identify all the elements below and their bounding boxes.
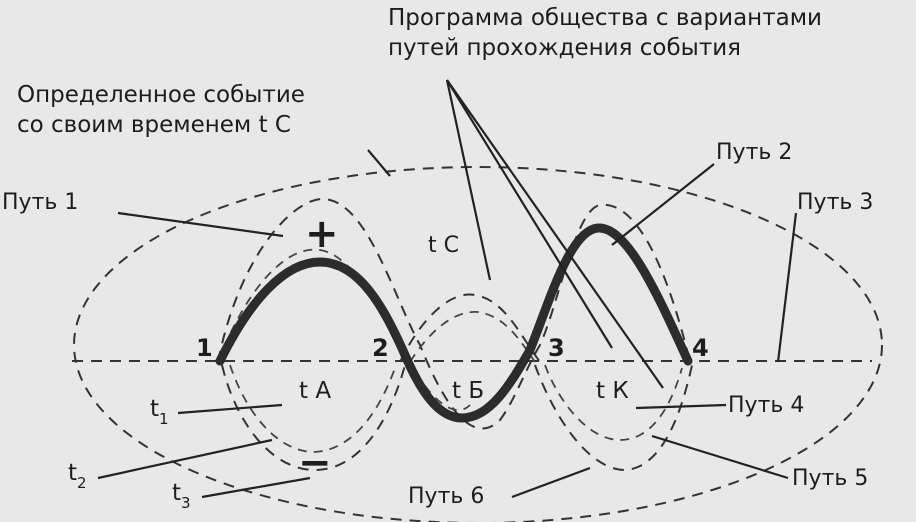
pointer-path5 [651, 434, 789, 480]
time-tB-label: t Б [452, 378, 484, 404]
program-label-line1: Программа общества с вариантами [388, 5, 822, 31]
path5-label: Путь 5 [792, 466, 868, 491]
path-variant-middle-up-2 [409, 311, 536, 363]
event-ellipse [73, 166, 883, 522]
minus-sign: − [298, 440, 332, 486]
pointer-program-1 [445, 79, 492, 281]
point-3-label: 3 [548, 334, 565, 362]
pointer-path6 [511, 466, 591, 499]
pointer-program-3 [446, 79, 664, 389]
point-4-label: 4 [692, 334, 709, 362]
time-tK-label: t К [596, 378, 629, 404]
path6-label: Путь 6 [408, 484, 484, 509]
pointer-path3 [776, 212, 798, 363]
pointer-path1 [117, 211, 284, 238]
pointer-t2 [97, 438, 273, 480]
path-variant-lower-2 [229, 364, 396, 453]
path1-label: Путь 1 [2, 190, 78, 215]
program-label-line2: путей прохождения события [388, 35, 741, 61]
event-label-line1: Определенное событие [17, 82, 305, 108]
point-2-label: 2 [372, 334, 389, 362]
pointer-event [367, 149, 391, 177]
pointer-program-2 [446, 79, 613, 349]
pointer-t1 [177, 403, 283, 415]
point-1-label: 1 [196, 334, 213, 362]
path4-label: Путь 4 [728, 393, 804, 418]
path3-label: Путь 3 [797, 190, 873, 215]
time-tA-label: t А [299, 378, 331, 404]
t1-label: t1 [150, 396, 169, 428]
path-variant-middle-up [399, 293, 541, 363]
path-variant-lower-1 [221, 364, 406, 472]
pointer-t3 [201, 476, 311, 499]
t2-label: t2 [68, 460, 87, 492]
event-label-line2: со своим временем t С [17, 112, 291, 138]
path-variant-outer [217, 197, 691, 430]
path-variant-lower-4 [544, 364, 683, 441]
t3-label: t3 [172, 480, 191, 512]
plus-sign: + [305, 211, 339, 257]
path2-label: Путь 2 [716, 140, 792, 165]
time-tC-label: t С [428, 233, 459, 258]
pointer-path2 [611, 163, 715, 246]
pointer-path4 [635, 403, 727, 410]
path-variant-inner [217, 248, 471, 411]
main-path-wave [215, 223, 693, 423]
